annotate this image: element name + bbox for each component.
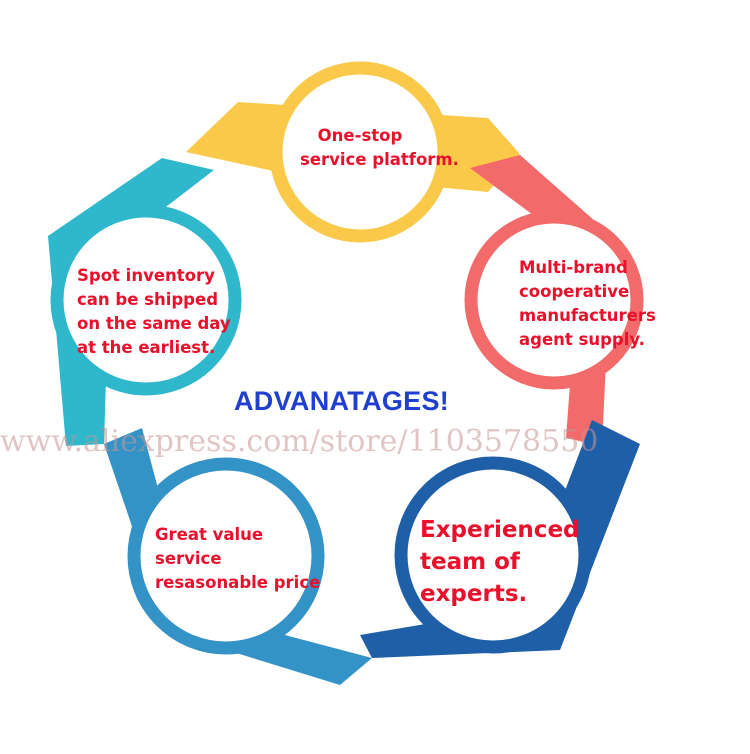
node-blue-label: Great value service resasonable price [155,523,320,595]
node-coral-label: Multi-brand cooperative manufacturers ag… [519,256,656,352]
node-navy-line-2: team of [420,549,520,575]
node-blue-line-2: service [155,549,222,568]
node-yellow-line-2: service platform. [300,150,459,169]
node-teal-label: Spot inventory can be shipped on the sam… [77,264,231,360]
node-yellow-line-1: One-stop [317,126,403,145]
node-teal-line-2: can be shipped [77,290,218,309]
node-teal-line-3: on the same day [77,314,231,333]
node-coral-line-3: manufacturers [519,306,656,325]
node-blue-line-1: Great value [155,525,264,544]
circle-yellow [269,61,451,243]
node-blue-line-3: resasonable price [155,573,321,592]
circle-blue [127,457,325,655]
circle-teal [50,204,242,396]
node-teal-line-4: at the earliest. [77,338,216,357]
circle-navy [394,456,592,654]
node-yellow-label: One-stop service platform. [300,124,459,172]
watermark-text: www.aliexpress.com/store/1103578550 [0,424,599,459]
node-coral-line-2: cooperative [519,282,630,301]
node-navy-line-3: experts. [420,581,528,607]
node-navy-line-1: Experienced [420,517,580,543]
node-teal-line-1: Spot inventory [77,266,215,285]
node-coral-line-1: Multi-brand [519,258,628,277]
circle-coral [464,210,644,390]
node-navy-label: Experienced team of experts. [420,514,580,610]
node-coral-line-4: agent supply. [519,330,645,349]
center-title: ADVANATAGES! [234,386,450,416]
